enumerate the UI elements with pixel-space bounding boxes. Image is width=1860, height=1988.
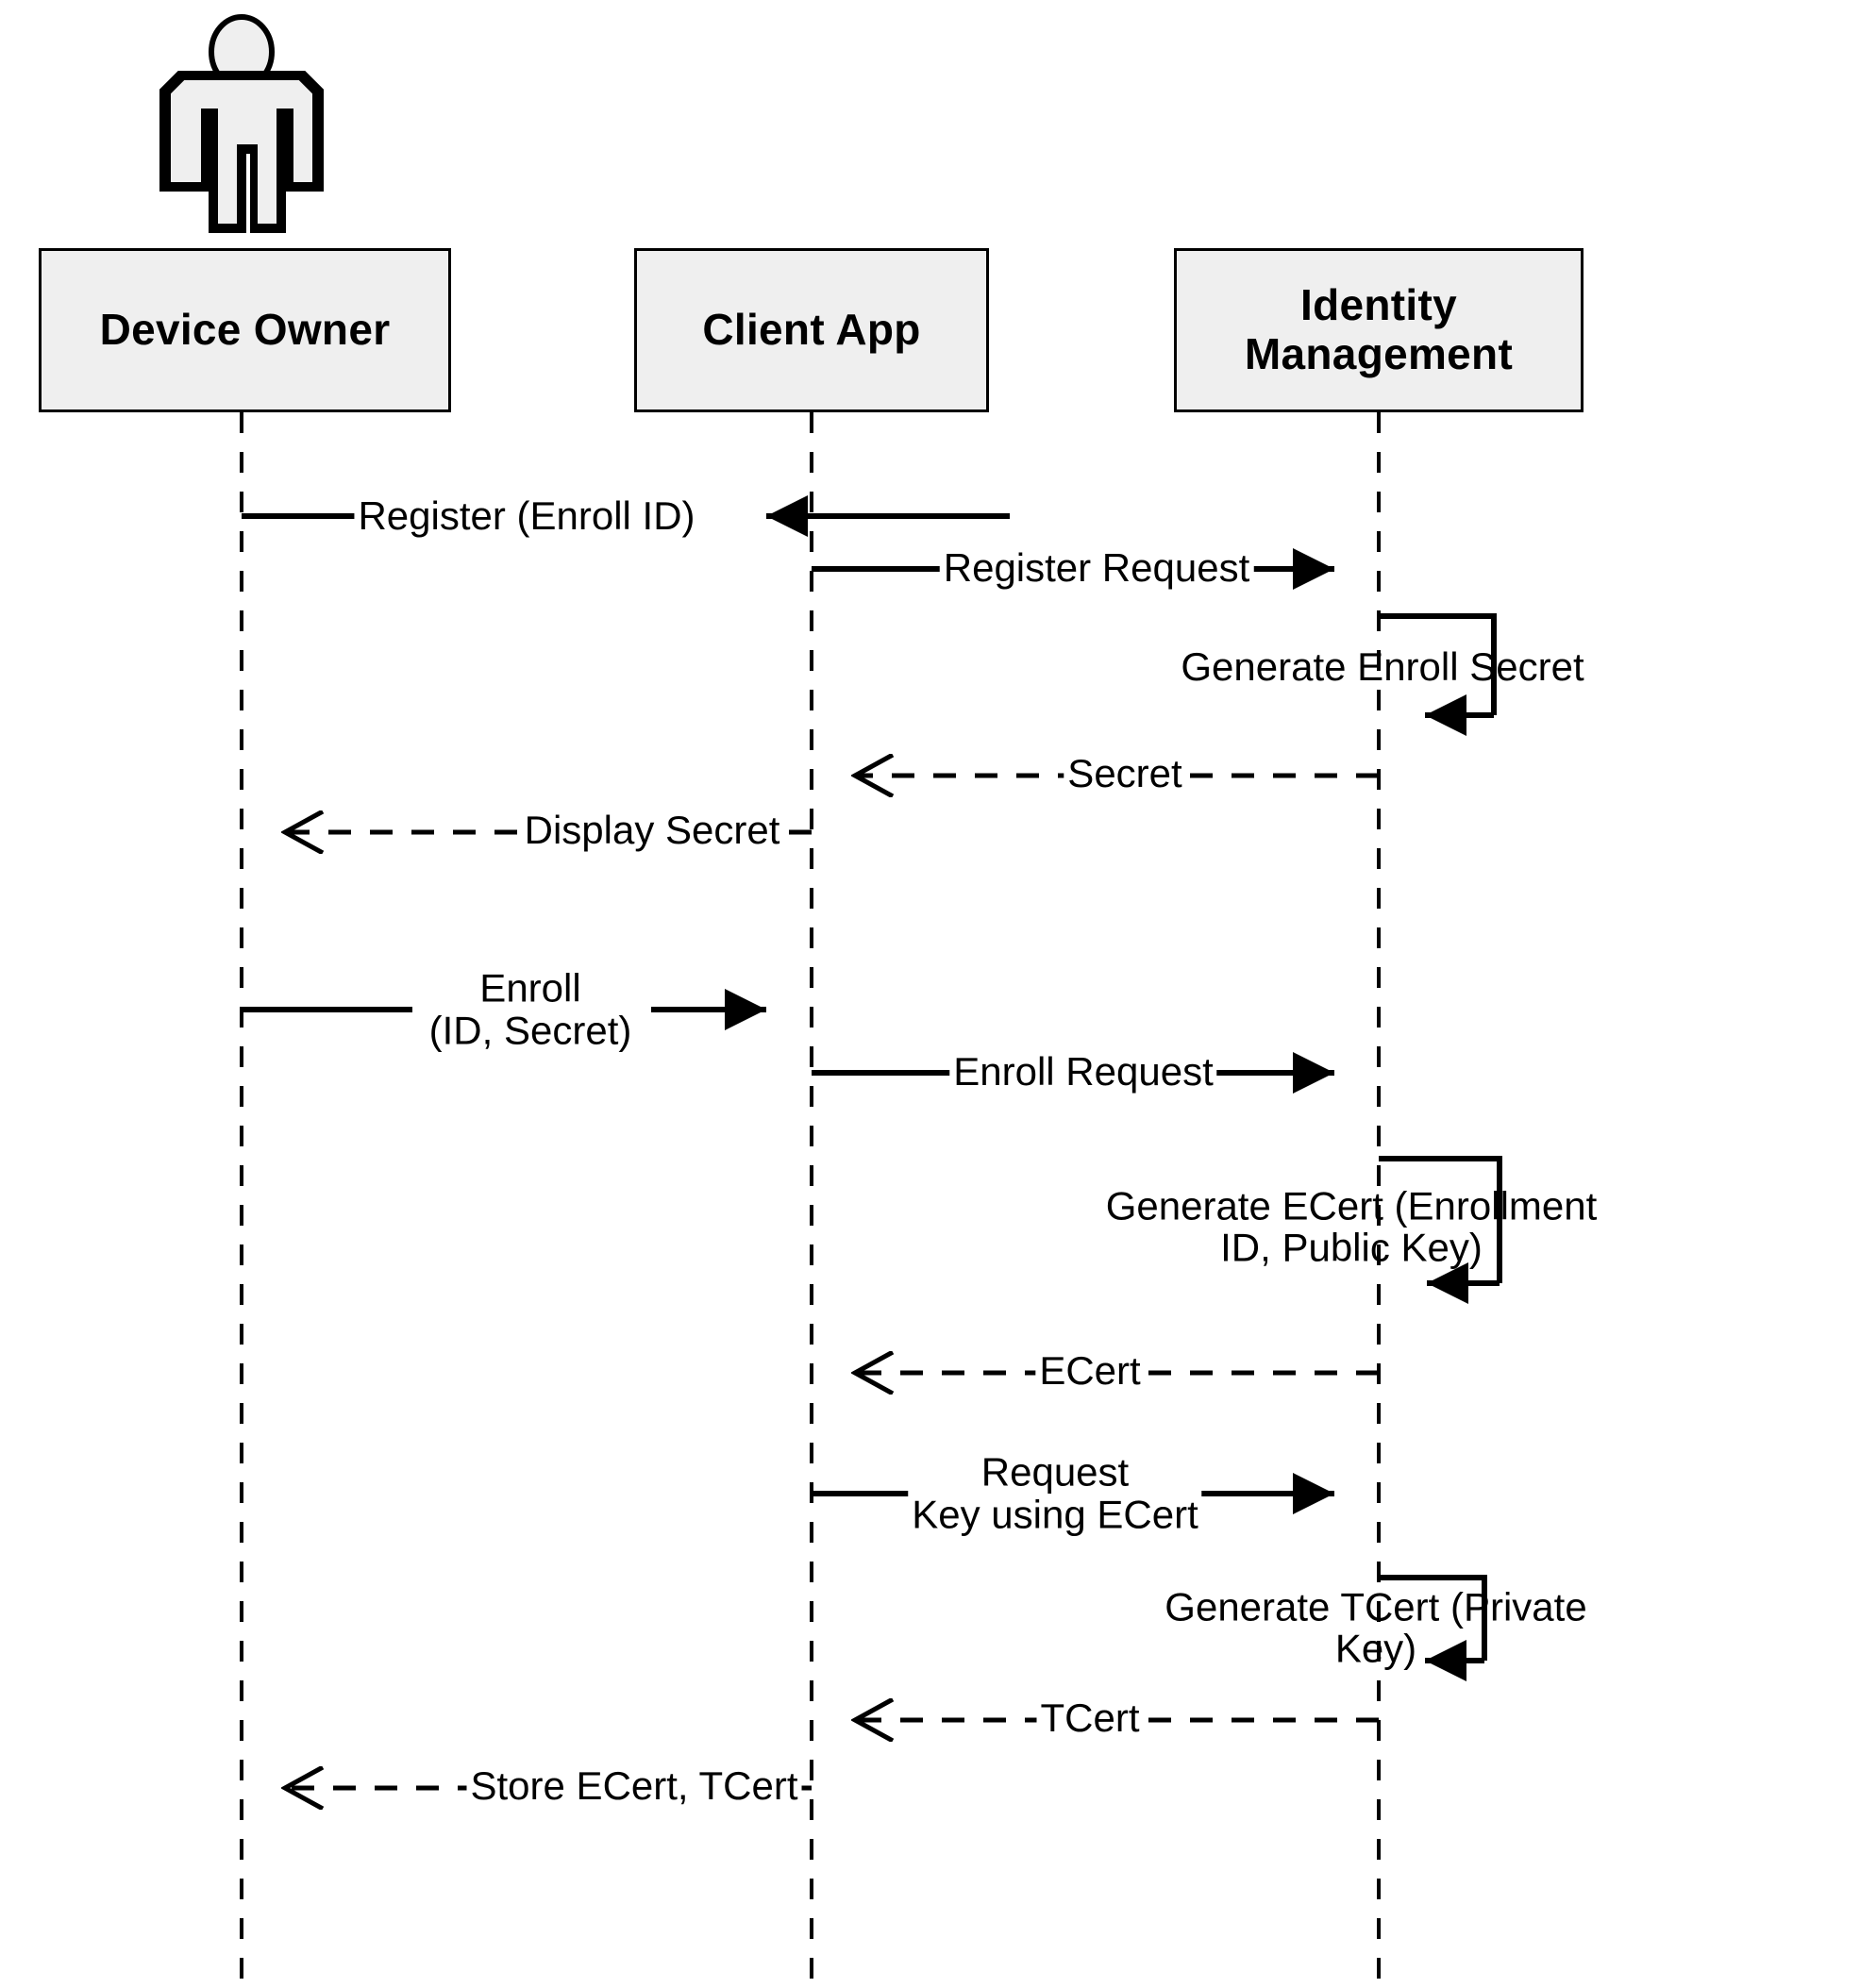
message-selfloop-generate-enroll-secret [1379,613,1497,736]
lifeline-header-identity-management[interactable]: Identity Management [1174,248,1584,412]
message-selfloop-generate-ecert [1379,1156,1502,1304]
lifeline-label-device-owner: Device Owner [99,305,391,355]
lifeline-header-client-app[interactable]: Client App [634,248,989,412]
lifeline-label-identity-management: Identity Management [1244,280,1514,378]
lifeline-label-client-app: Client App [702,305,921,355]
lifeline-header-device-owner[interactable]: Device Owner [39,248,451,412]
message-selfloop-generate-tcert [1379,1575,1487,1681]
actor-body-fill [165,75,318,229]
